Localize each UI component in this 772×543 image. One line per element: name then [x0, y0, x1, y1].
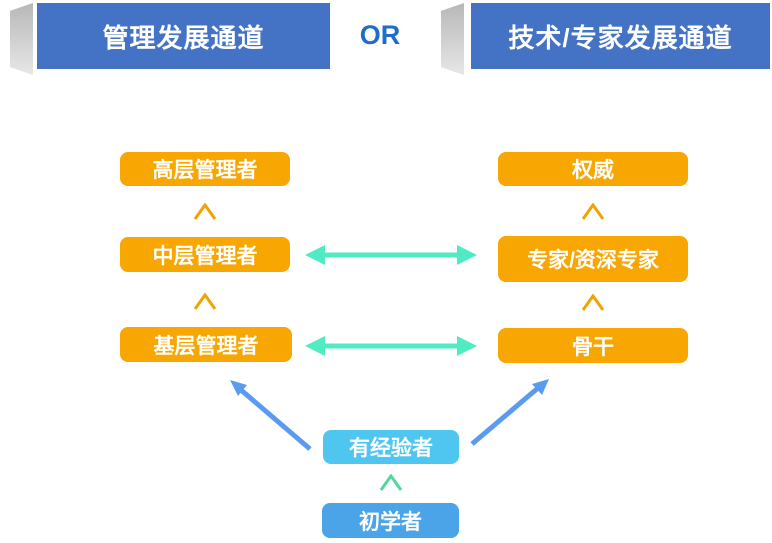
arrowhead-left	[305, 336, 325, 356]
bidirectional-transfer-arrow-icon	[305, 245, 477, 265]
promotion-arrow-to-management	[230, 380, 312, 451]
up-chevron-icon	[379, 474, 403, 491]
arrowhead-up-right	[532, 379, 549, 395]
right-banner-ribbon-decoration	[441, 3, 464, 75]
level-box-middle-manager: 中层管理者	[120, 237, 290, 272]
arrowhead-right	[457, 245, 477, 265]
entry-box-experienced: 有经验者	[323, 430, 459, 464]
management-channel-header: 管理发展通道	[37, 3, 330, 69]
level-box-frontline-manager: 基层管理者	[120, 327, 292, 362]
bidirectional-transfer-arrow-icon	[305, 336, 477, 356]
level-box-senior-manager: 高层管理者	[120, 152, 290, 186]
expert-channel-header: 技术/专家发展通道	[471, 3, 770, 69]
arrowhead-up-left	[230, 380, 247, 396]
left-banner-ribbon-decoration	[10, 3, 33, 75]
up-chevron-icon	[581, 294, 605, 311]
level-box-expert: 专家/资深专家	[498, 236, 688, 282]
arrowhead-left	[305, 245, 325, 265]
up-chevron-icon	[193, 203, 217, 220]
level-box-authority: 权威	[498, 152, 688, 186]
or-label: OR	[359, 20, 401, 50]
promotion-arrows-layer	[230, 379, 549, 451]
up-chevron-icon	[193, 293, 217, 310]
up-chevron-icon	[581, 203, 605, 220]
level-box-backbone: 骨干	[498, 328, 688, 363]
arrowhead-right	[457, 336, 477, 356]
promotion-arrow-to-expert	[470, 379, 549, 446]
entry-box-beginner: 初学者	[322, 503, 459, 538]
